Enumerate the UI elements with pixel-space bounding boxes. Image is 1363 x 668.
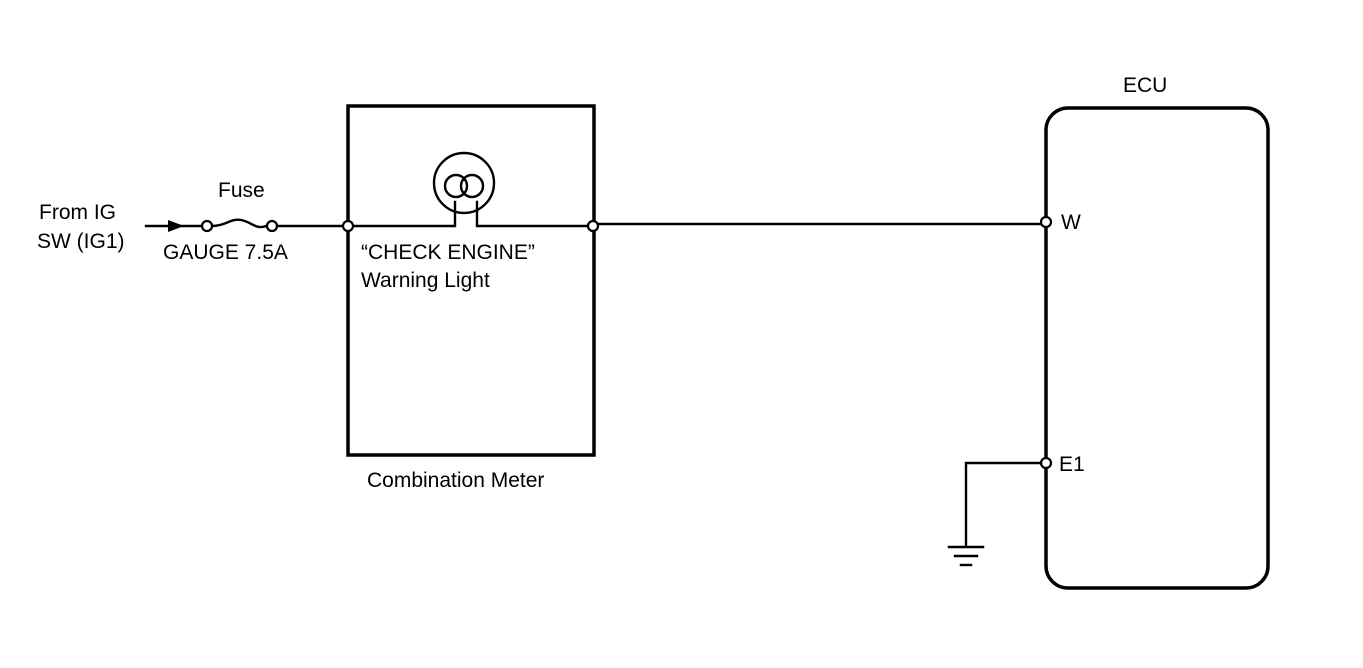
combination-meter-box <box>346 104 596 457</box>
ecu-terminal-e1 <box>1039 456 1053 470</box>
fuse-terminal-left <box>200 219 214 233</box>
input-wire <box>144 220 202 232</box>
ecu-label: ECU <box>1123 74 1167 97</box>
input-source-line1: From IG <box>39 201 116 224</box>
fuse-label: Fuse <box>218 179 265 202</box>
input-arrow-icon <box>168 220 184 232</box>
fuse-terminal-right <box>265 219 279 233</box>
input-source-line2: SW (IG1) <box>37 230 125 253</box>
ecu-terminal-e1-label: E1 <box>1059 453 1085 476</box>
meter-terminal-right <box>586 219 600 233</box>
combination-meter-label: Combination Meter <box>367 469 544 492</box>
ecu-box <box>1044 106 1270 590</box>
warning-light-name: “CHECK ENGINE” <box>361 241 535 264</box>
meter-terminal-left <box>341 219 355 233</box>
ecu-terminal-w <box>1039 215 1053 229</box>
ground-icon <box>947 461 1043 567</box>
warning-light-type: Warning Light <box>361 269 490 292</box>
fuse-symbol <box>200 218 279 233</box>
fuse-rating: GAUGE 7.5A <box>163 241 288 264</box>
check-engine-bulb-icon <box>351 151 589 228</box>
ecu-terminal-w-label: W <box>1061 211 1081 234</box>
